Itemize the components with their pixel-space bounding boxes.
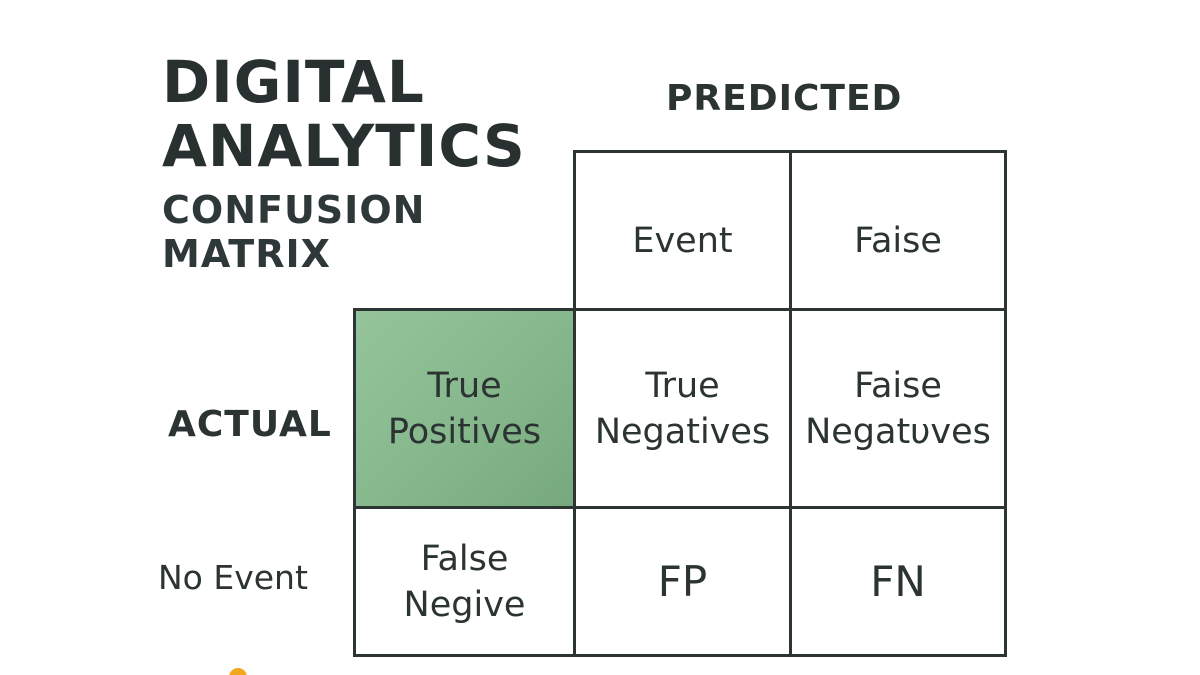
cell-false-negive: False Negive	[353, 506, 576, 657]
actual-axis-label: ACTUAL	[168, 404, 332, 445]
predicted-axis-label: PREDICTED	[666, 78, 903, 119]
title-block: DIGITAL ANALYTICS CONFUSION MATRIX	[162, 50, 582, 276]
decorative-dot-icon	[229, 668, 247, 675]
cell-true-negatives: True Negatives	[573, 308, 792, 509]
cell-fn: FN	[789, 506, 1007, 657]
row-label-no-event: No Event	[158, 558, 308, 597]
cell-false-negatives: Faise Negatυves	[789, 308, 1007, 509]
title-sub: CONFUSION MATRIX	[162, 188, 426, 276]
column-header-event: Event	[573, 150, 792, 311]
cell-true-positives: True Positives	[353, 308, 576, 509]
title-main: DIGITAL ANALYTICS	[162, 48, 526, 180]
cell-fp: FP	[573, 506, 792, 657]
column-header-faise: Faise	[789, 150, 1007, 311]
